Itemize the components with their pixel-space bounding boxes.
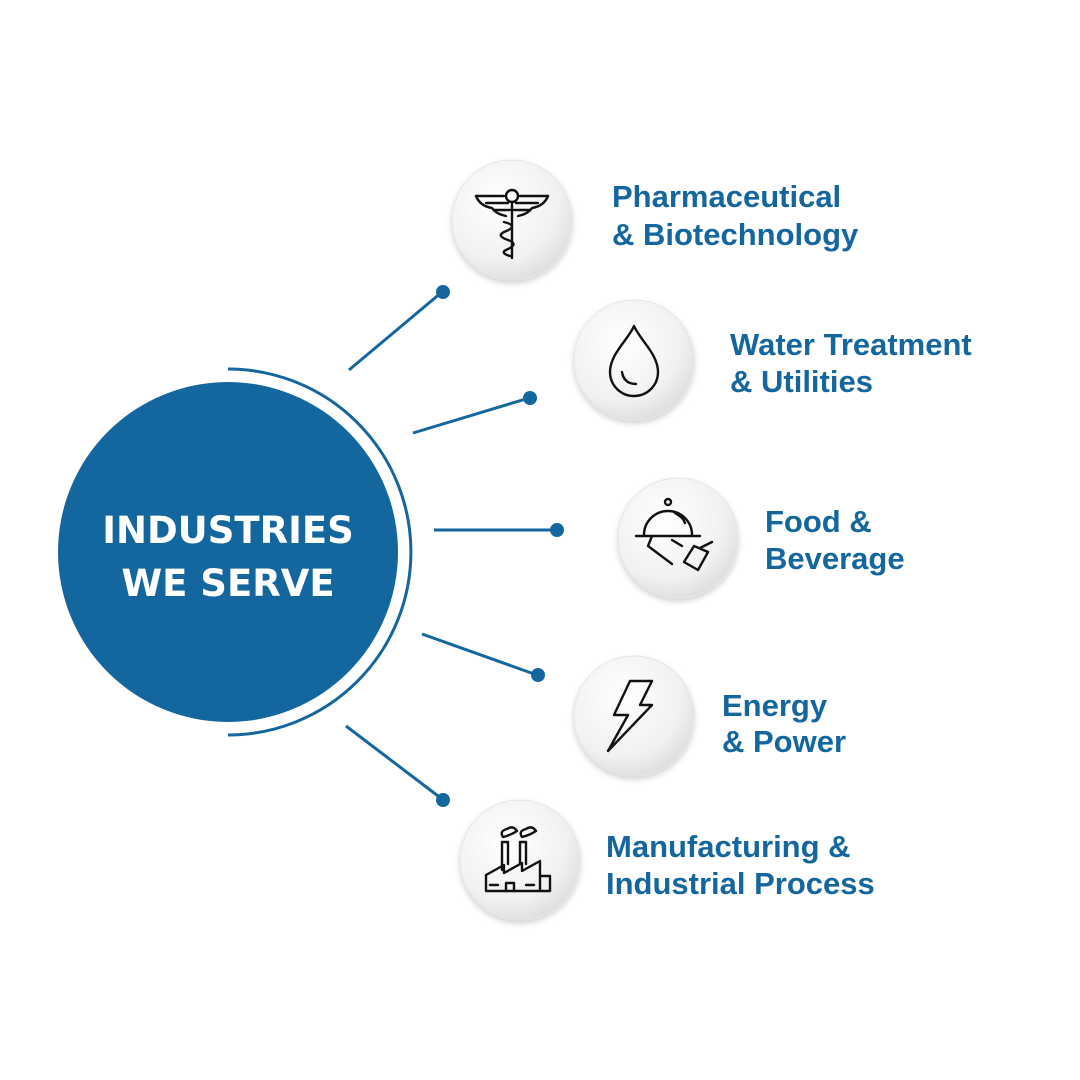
hub-title-line1: INDUSTRIES xyxy=(102,509,354,552)
icon-badge xyxy=(573,655,695,777)
connector-5 xyxy=(345,724,443,801)
industry-label-line1: Energy xyxy=(722,688,828,723)
industry-label-line1: Pharmaceutical xyxy=(612,179,841,214)
industry-label-line2: & Power xyxy=(722,724,846,759)
industry-manufacturing: Manufacturing & Industrial Process xyxy=(459,799,875,921)
connector-dot-4 xyxy=(531,668,545,682)
connector-dot-5 xyxy=(436,793,450,807)
caduceus-icon xyxy=(474,188,550,260)
connector-2 xyxy=(412,396,530,435)
icon-badge xyxy=(617,477,739,599)
connector-dot-2 xyxy=(523,391,537,405)
connector-dot-3 xyxy=(550,523,564,537)
industry-energy: Energy & Power xyxy=(573,655,846,777)
connectors xyxy=(345,285,564,807)
industry-label-line1: Food & xyxy=(765,504,872,539)
factory-icon xyxy=(484,826,552,893)
industry-food: Food & Beverage xyxy=(617,477,905,599)
serving-cloche-icon xyxy=(634,497,714,572)
industry-pharmaceutical: Pharmaceutical & Biotechnology xyxy=(451,159,859,281)
icon-badge xyxy=(573,299,695,421)
connector-4 xyxy=(421,632,538,677)
industry-label-line2: & Biotechnology xyxy=(612,217,859,252)
connector-1 xyxy=(348,290,443,372)
industry-label-line2: Industrial Process xyxy=(606,866,875,901)
industry-label-line1: Water Treatment xyxy=(730,327,972,362)
center-hub: INDUSTRIES WE SERVE xyxy=(58,367,413,737)
industry-water: Water Treatment & Utilities xyxy=(573,299,972,421)
industry-label-line2: & Utilities xyxy=(730,364,873,399)
hub-outer-arc xyxy=(227,367,413,737)
water-drop-icon xyxy=(608,324,660,398)
industry-label-line2: Beverage xyxy=(765,541,905,576)
hub-circle xyxy=(58,382,398,722)
industry-label-line1: Manufacturing & xyxy=(606,829,851,864)
hub-title-line2: WE SERVE xyxy=(121,562,334,605)
connector-dot-1 xyxy=(436,285,450,299)
lightning-bolt-icon xyxy=(606,679,654,753)
